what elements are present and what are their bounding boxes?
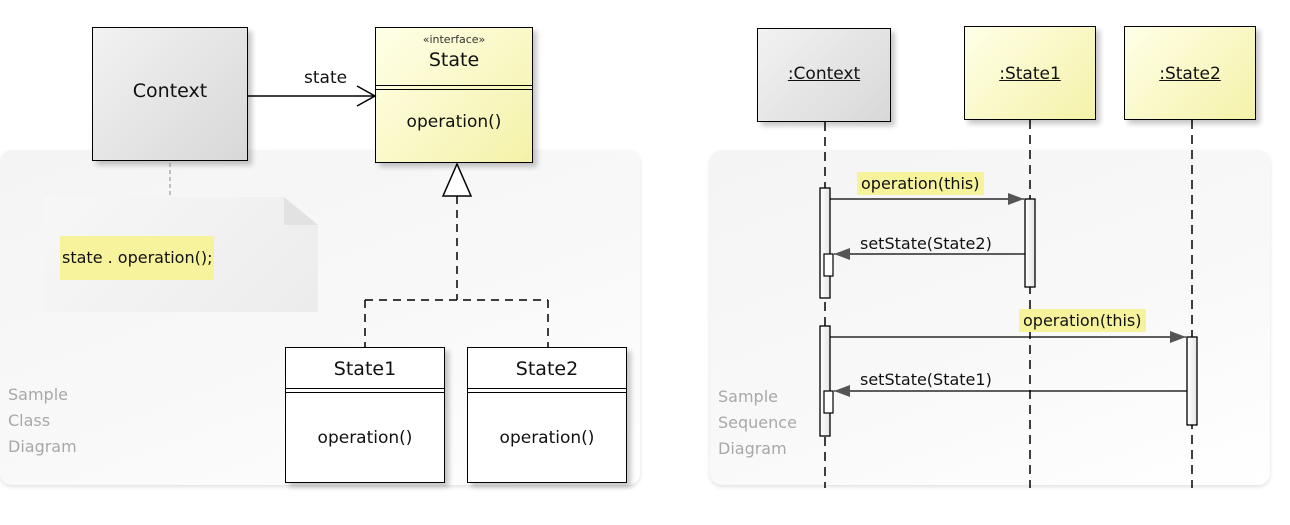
caption-line-1: Sample (8, 385, 68, 404)
message-label-3: operation(this) (1019, 309, 1146, 332)
state-interface[interactable]: «interface» State operation() (375, 27, 533, 163)
class-diagram-caption: Sample Class Diagram (8, 382, 77, 460)
state1-lifeline-name: :State1 (999, 64, 1061, 84)
context-lifeline-name: :Context (787, 64, 861, 84)
association-label: state (304, 68, 348, 88)
note-code: state . operation(); (60, 236, 215, 280)
sequence-diagram-panel (710, 150, 1270, 485)
note-text: state . operation(); (60, 236, 260, 282)
caption-line-3: Diagram (8, 437, 77, 456)
state1-separator-2 (286, 392, 444, 393)
state2-class-name: State2 (515, 358, 579, 380)
sequence-diagram-caption: Sample Sequence Diagram (718, 384, 797, 462)
state2-operation: operation() (499, 428, 595, 448)
state1-class-name: State1 (333, 358, 397, 380)
seq-caption-line-1: Sample (718, 387, 778, 406)
caption-line-2: Class (8, 411, 51, 430)
state2-lifeline-name: :State2 (1159, 64, 1221, 84)
seq-caption-line-2: Sequence (718, 413, 797, 432)
interface-operation: operation() (406, 112, 502, 132)
interface-separator-2 (376, 89, 532, 90)
seq-caption-line-3: Diagram (718, 439, 787, 458)
context-class[interactable]: Context (92, 27, 248, 161)
context-class-name: Context (132, 80, 208, 102)
message-label-2: setState(State2) (860, 234, 992, 253)
association-arrowhead (356, 85, 377, 107)
state2-separator (468, 388, 626, 389)
message-label-4: setState(State1) (860, 370, 992, 389)
interface-stereotype: «interface» (422, 33, 486, 46)
state1-lifeline-head[interactable]: :State1 (964, 26, 1096, 120)
state1-operation: operation() (317, 428, 413, 448)
state1-class[interactable]: State1 operation() (285, 347, 445, 483)
state2-separator-2 (468, 392, 626, 393)
interface-separator (376, 85, 532, 86)
state2-class[interactable]: State2 operation() (467, 347, 627, 483)
message-label-1: operation(this) (857, 172, 984, 195)
state1-separator (286, 388, 444, 389)
state2-lifeline-head[interactable]: :State2 (1124, 26, 1256, 120)
interface-name: State (428, 49, 480, 71)
context-lifeline-head[interactable]: :Context (757, 28, 891, 122)
